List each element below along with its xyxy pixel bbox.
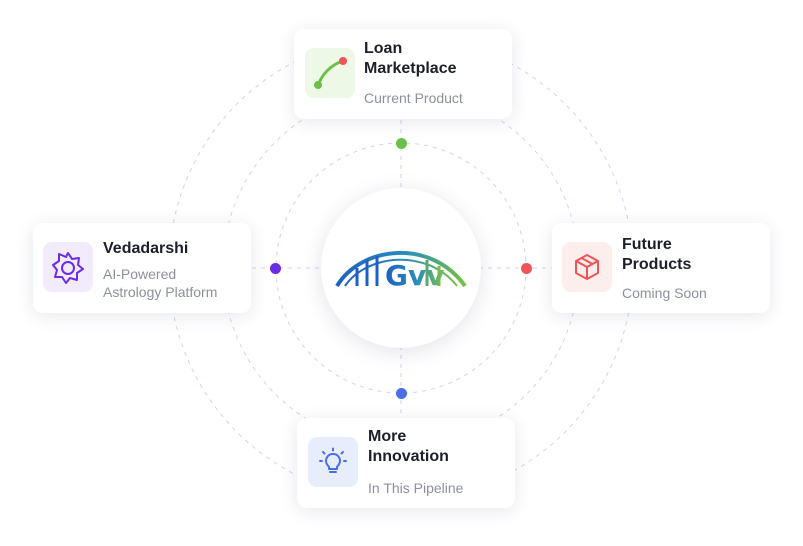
vedadarshi-subtitle-line2: Astrology Platform (103, 284, 218, 300)
future-subtitle: Coming Soon (622, 285, 707, 301)
vedadarshi-title: Vedadarshi (103, 240, 189, 257)
future-icon-box (562, 242, 612, 292)
future-title-line2: Products (622, 256, 692, 273)
logo-text: Gvv (385, 259, 445, 292)
connector-dot-bottom (396, 388, 407, 399)
company-logo: Gvv (331, 251, 471, 292)
lightbulb-icon (319, 447, 347, 473)
loan-subtitle: Current Product (364, 90, 463, 106)
connector-dot-right (521, 263, 532, 274)
innovation-subtitle: In This Pipeline (368, 480, 464, 496)
star-icon (52, 252, 84, 284)
innovation-title-line2: Innovation (368, 448, 449, 465)
card-future-products[interactable]: Future Products Coming Soon (552, 223, 770, 313)
package-icon (575, 254, 599, 280)
center-logo-circle: Gvv (321, 188, 481, 348)
innovation-icon-box (308, 437, 358, 487)
innovation-title-line1: More (368, 428, 407, 445)
loan-icon-box (305, 48, 355, 98)
future-title-line1: Future (622, 236, 672, 253)
vedadarshi-subtitle-line1: AI-Powered (103, 266, 177, 282)
connector-dot-left (270, 263, 281, 274)
curve-arrow-icon (314, 57, 347, 89)
card-vedadarshi[interactable]: Vedadarshi AI-Powered Astrology Platform (33, 223, 251, 313)
loan-title-line2: Marketplace (364, 60, 457, 77)
card-loan-marketplace[interactable]: Loan Marketplace Current Product (294, 29, 512, 119)
loan-title-line1: Loan (364, 40, 403, 57)
card-more-innovation[interactable]: More Innovation In This Pipeline (297, 418, 515, 508)
connector-dot-top (396, 138, 407, 149)
vedadarshi-icon-box (43, 242, 93, 292)
